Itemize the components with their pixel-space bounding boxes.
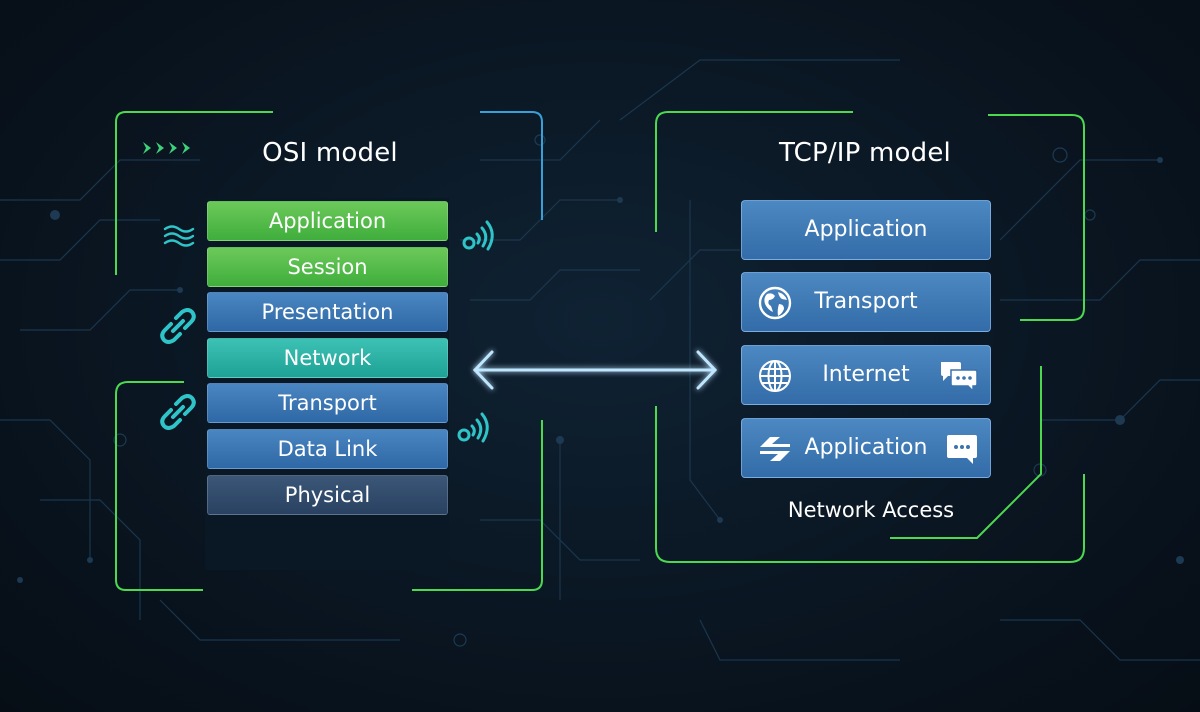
osi-layer-transport: Transport xyxy=(207,383,448,423)
osi-layer-session: Session xyxy=(207,247,448,287)
tcpip-layer-application-2: Application xyxy=(741,418,991,478)
osi-layer-application: Application xyxy=(207,201,448,241)
waves-icon xyxy=(163,225,195,247)
tcpip-layer-application: Application xyxy=(741,200,991,260)
globe-americas-icon xyxy=(758,286,792,320)
chat-bubble-icon xyxy=(947,435,977,464)
chat-bubbles-icon xyxy=(941,362,978,393)
osi-layer-data-link: Data Link xyxy=(207,429,448,469)
layer-label: Application xyxy=(804,435,928,460)
osi-layer-presentation: Presentation xyxy=(207,292,448,332)
tcp-frame-bottom xyxy=(655,406,1085,563)
osi-frame-top-left xyxy=(115,111,273,275)
osi-layer-physical: Physical xyxy=(207,475,448,515)
signal-icon xyxy=(457,412,489,443)
arrows-exchange-icon xyxy=(760,437,790,461)
tcp-frame-top-left xyxy=(655,111,853,232)
signal-icon xyxy=(462,220,494,251)
layer-label: Transport xyxy=(814,289,918,314)
network-access-label: Network Access xyxy=(787,498,955,522)
link-icon xyxy=(160,308,196,344)
tcpip-title: TCP/IP model xyxy=(779,138,951,168)
tcpip-layer-internet: Internet xyxy=(741,345,991,405)
osi-frame-bottom-left xyxy=(115,381,203,591)
osi-frame-bottom-right xyxy=(412,420,543,591)
tcp-frame-top-right xyxy=(988,114,1085,321)
layer-label: Application xyxy=(804,217,928,242)
bidirectional-arrow xyxy=(472,350,718,390)
globe-grid-icon xyxy=(759,360,791,392)
osi-title: OSI model xyxy=(262,138,398,168)
chevrons-icon xyxy=(143,142,190,154)
tcp-frame-inner xyxy=(890,366,1042,539)
tcpip-layer-transport: Transport xyxy=(741,272,991,332)
layer-label: Internet xyxy=(822,362,910,387)
osi-layer-network: Network xyxy=(207,338,448,378)
link-icon xyxy=(160,394,196,430)
osi-frame-top-right xyxy=(480,111,543,220)
